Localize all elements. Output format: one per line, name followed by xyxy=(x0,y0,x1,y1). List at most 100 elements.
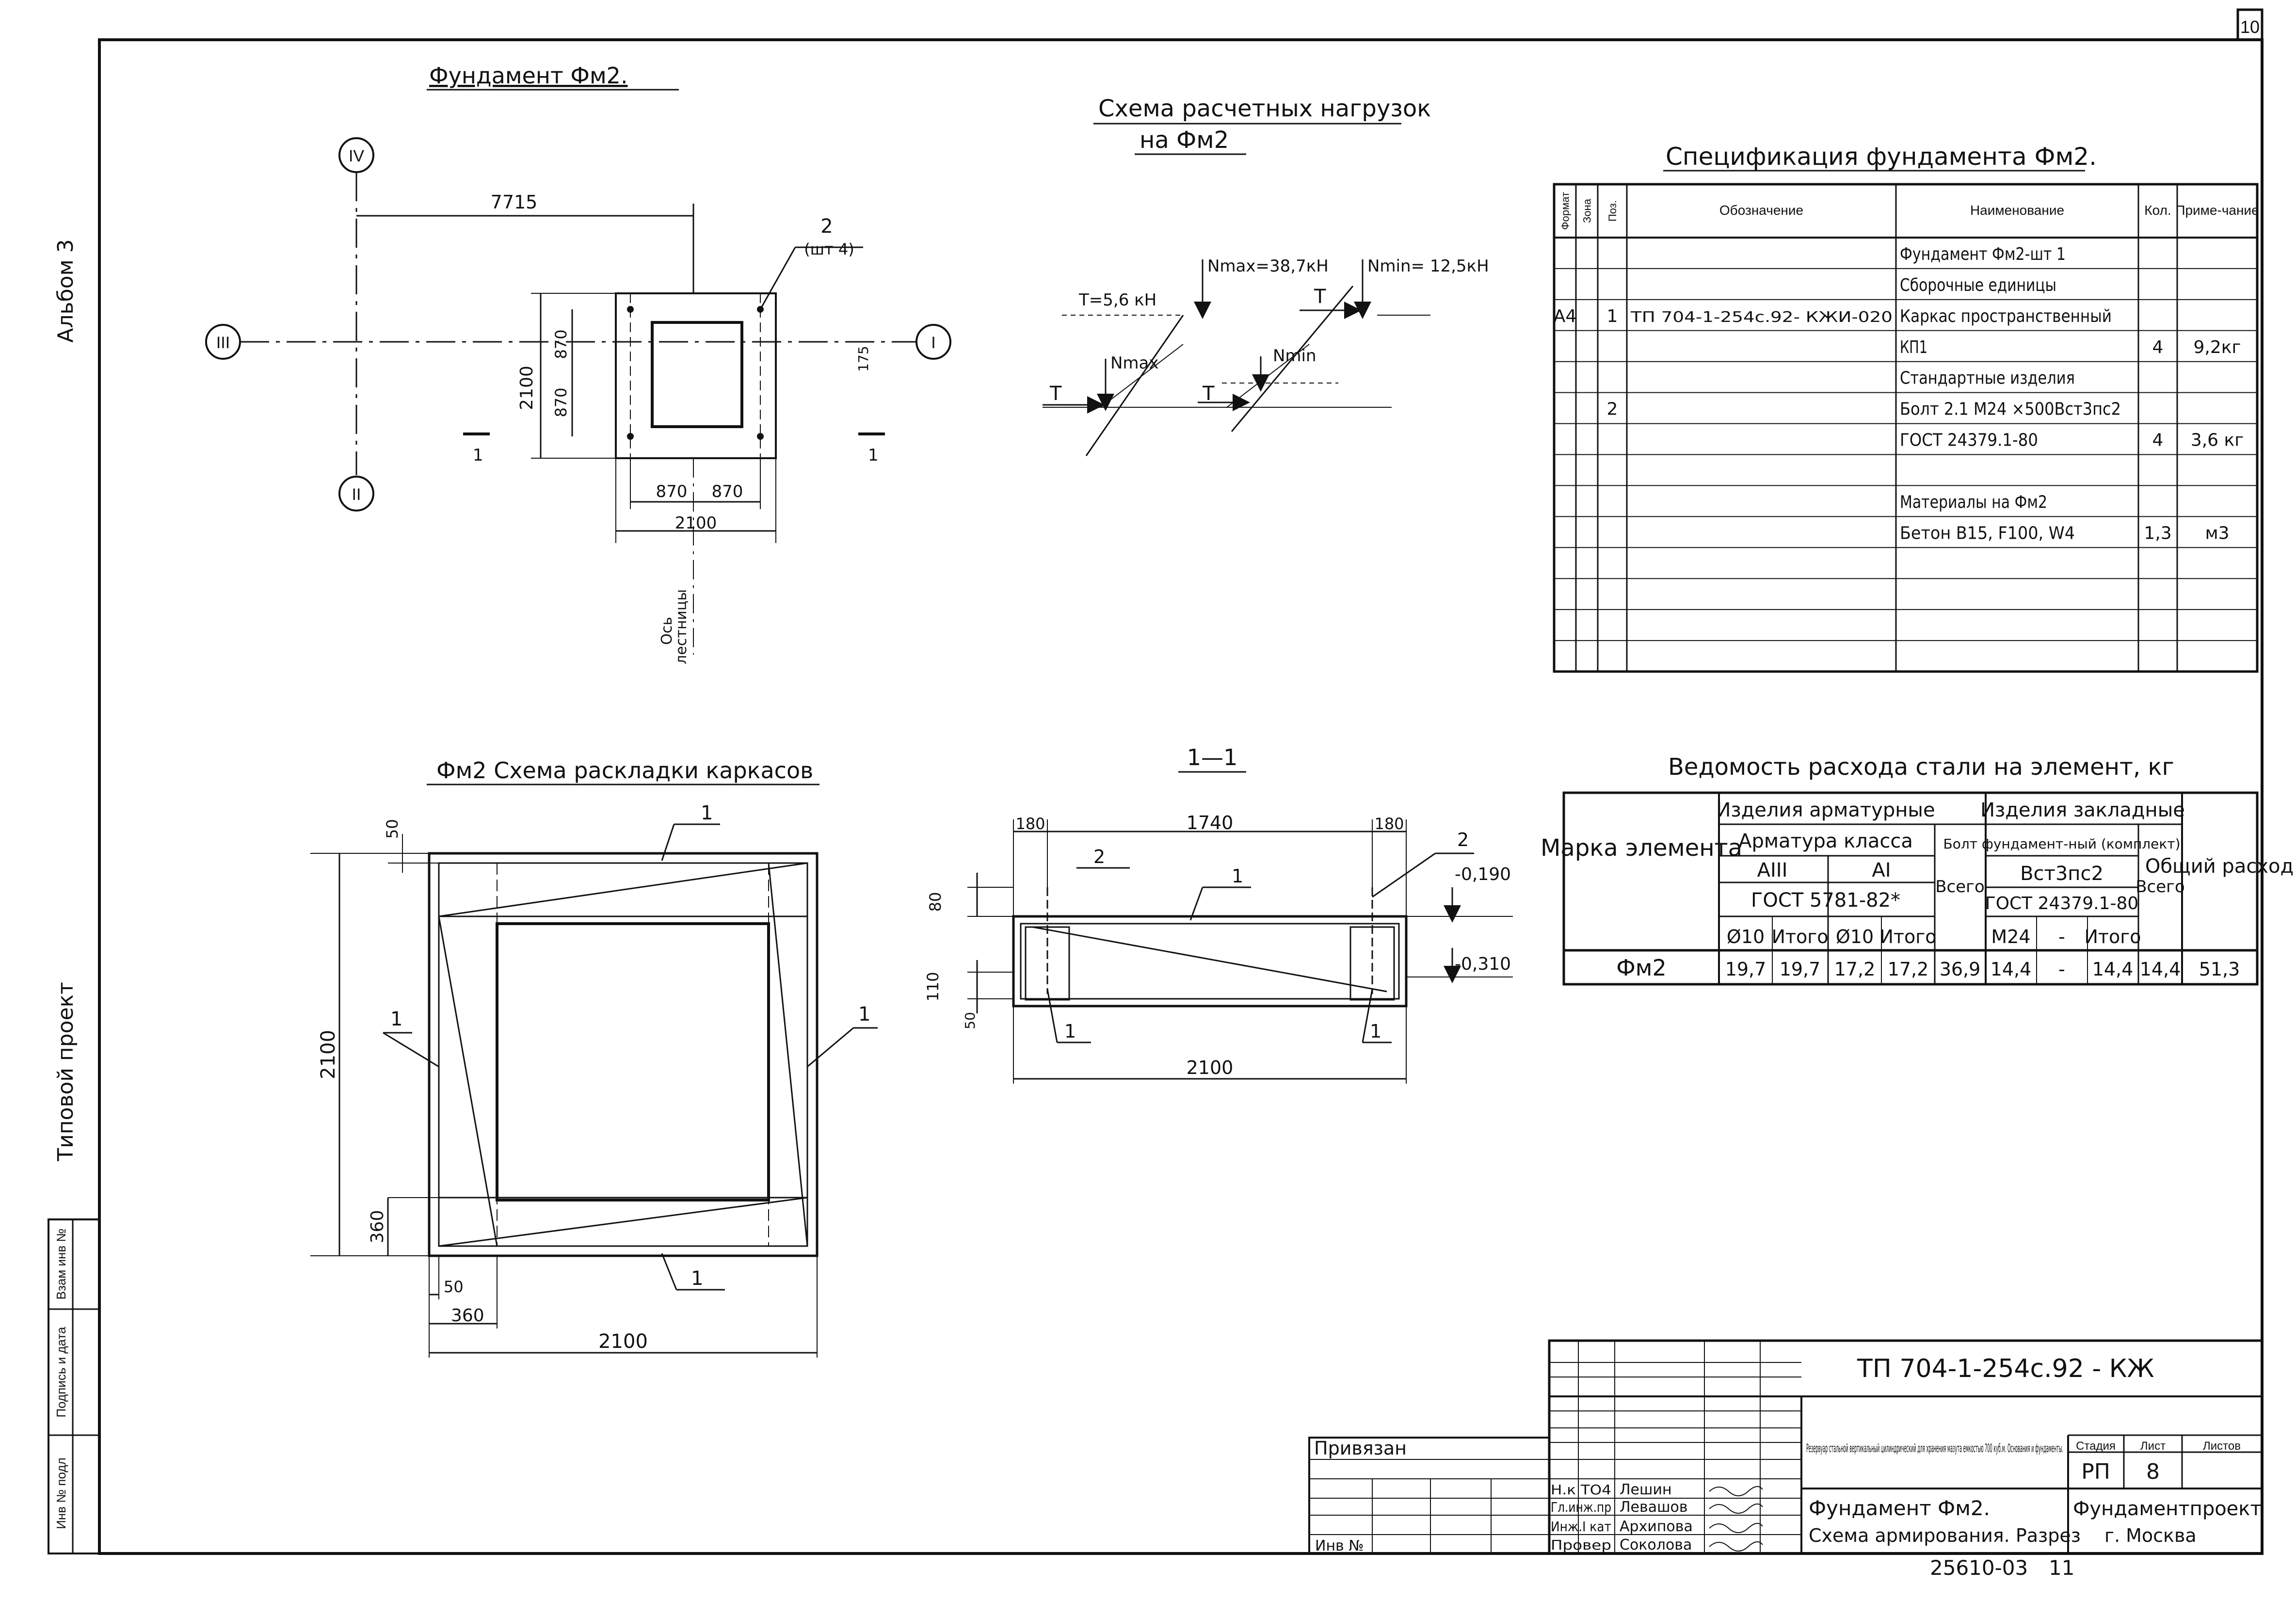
load-scheme-title-2: на Фм2 xyxy=(1140,127,1229,154)
section-pos-2-right: 2 xyxy=(1457,829,1469,850)
section-1-1: 1—1 180 1740 180 2 1 2 1 1 xyxy=(924,744,1513,1084)
signer-name: Архипова xyxy=(1620,1518,1693,1535)
steel-class-a3: АIII xyxy=(1757,859,1788,881)
plan-pos-count: (шт 4) xyxy=(804,240,854,258)
signer-name: Лешин xyxy=(1620,1481,1672,1498)
section-pos-1-top: 1 xyxy=(1232,865,1243,887)
cage-layout: Фм2 Схема раскладки каркасов 1 1 1 1 xyxy=(310,757,878,1358)
section-dim-mid: 1740 xyxy=(1187,812,1234,833)
section-dim-low-a: 110 xyxy=(924,972,942,1001)
spec-cell: ГОСТ 24379.1-80 xyxy=(1900,431,2038,450)
spec-title: Спецификация фундамента Фм2. xyxy=(1666,143,2097,171)
steel-bolt-steel: Вст3пс2 xyxy=(2020,863,2103,885)
spec-cell: 4 xyxy=(2152,337,2164,357)
signer-name: Левашов xyxy=(1620,1499,1688,1516)
steel-gost-bolt: ГОСТ 24379.1-80 xyxy=(1985,894,2139,913)
section-dim-width: 2100 xyxy=(1187,1057,1234,1078)
section-pos-1-right: 1 xyxy=(1370,1021,1381,1042)
stamp-sign-date: Подпись и дата xyxy=(54,1327,68,1418)
plan-dim-height: 2100 xyxy=(517,366,537,410)
spec-cell: Стандартные изделия xyxy=(1900,368,2075,388)
axis-4-marker: IV xyxy=(349,147,364,165)
spec-cell: 4 xyxy=(2152,431,2164,450)
steel-bolt-header: Болт фундамент-ный (комплект) xyxy=(1943,836,2180,852)
steel-subheader: - xyxy=(2058,926,2065,947)
spec-cell: Болт 2.1 М24 ×500Вст3пс2 xyxy=(1900,400,2121,419)
steel-row-value: 17,2 xyxy=(1888,959,1929,980)
section-level-bottom: -0,310 xyxy=(1455,954,1511,974)
signer-role: Н.к ТО4 xyxy=(1551,1482,1611,1498)
stamp-replace-inv: Взам инв № xyxy=(54,1229,68,1300)
cage-layout-title: Фм2 Схема раскладки каркасов xyxy=(436,757,813,784)
steel-subheader: Итого xyxy=(2084,926,2141,947)
load-t-label-top: T xyxy=(1314,286,1326,308)
spec-header-5: Кол. xyxy=(2144,203,2171,218)
load-t-label-left: T xyxy=(1049,383,1062,405)
spec-cell: Материалы на Фм2 xyxy=(1900,492,2047,512)
album-label: Альбом 3 xyxy=(53,239,78,342)
spec-header-2: Поз. xyxy=(1606,200,1619,222)
section-dim-top: 80 xyxy=(926,892,945,912)
stage-value: РП xyxy=(2081,1459,2110,1484)
steel-row-value: 36,9 xyxy=(1940,959,1981,980)
steel-row-value: 14,4 xyxy=(2092,959,2134,980)
sheet-frame xyxy=(98,38,2264,1555)
steel-row-value: 19,7 xyxy=(1725,959,1766,980)
title-block: ТП 704-1-254с.92 - КЖ Резервуар стальной… xyxy=(1308,1339,2264,1555)
steel-row-value: 14,4 xyxy=(1991,959,2032,980)
foundation-plan-title: Фундамент Фм2. xyxy=(429,63,628,89)
steel-total-rebar: Всего xyxy=(1935,877,1985,897)
signature-mark xyxy=(1709,1541,1763,1552)
load-nmin: Nmin= 12,5кН xyxy=(1367,256,1489,276)
section-mark-right: 1 xyxy=(868,446,879,465)
steel-gost-rebar: ГОСТ 5781-82* xyxy=(1751,889,1900,912)
signer-role: Инж.I кат xyxy=(1551,1519,1611,1535)
cage-dim-height: 2100 xyxy=(317,1030,339,1079)
stair-axis-label-2: лестницы xyxy=(673,589,690,664)
page-number: 10 xyxy=(2240,17,2260,37)
sheet-value: 8 xyxy=(2146,1459,2160,1484)
steel-rebar-header: Изделия арматурные xyxy=(1716,799,1935,821)
spec-cell: КП1 xyxy=(1900,337,1927,357)
cage-pos-left: 1 xyxy=(390,1008,402,1030)
steel-embedded-header: Изделия закладные xyxy=(1980,799,2185,821)
spec-cell: 1 xyxy=(1607,306,1618,326)
spec-header-4: Наименование xyxy=(1970,203,2064,218)
axis-1-marker: I xyxy=(931,334,935,352)
steel-title: Ведомость расхода стали на элемент, кг xyxy=(1668,753,2174,781)
spec-cell: А4 xyxy=(1554,306,1577,326)
dim-offset: 7715 xyxy=(491,192,538,213)
steel-subheader: Ø10 xyxy=(1836,926,1874,947)
plan-pos-label: 2 xyxy=(820,215,833,238)
load-nmax-label: Nmax xyxy=(1110,353,1159,373)
stamp-inv-original: Инв № подл xyxy=(54,1457,68,1529)
spec-header-1: Зона xyxy=(1581,198,1593,223)
section-pos-1-left: 1 xyxy=(1064,1021,1076,1042)
spec-cell: 2 xyxy=(1607,400,1618,419)
spec-cell: Каркас пространственный xyxy=(1900,306,2112,326)
cage-dim-bottom: 360 xyxy=(368,1210,387,1244)
load-nmax: Nmax=38,7кН xyxy=(1207,256,1329,276)
signature-mark xyxy=(1709,1486,1763,1496)
steel-class-a1: АI xyxy=(1872,859,1891,881)
section-dim-low-b: 50 xyxy=(962,1012,978,1029)
steel-row-value: 17,2 xyxy=(1834,959,1876,980)
spec-cell: Фундамент Фм2-шт 1 xyxy=(1900,244,2066,264)
spec-cell: 3,6 кг xyxy=(2191,431,2244,450)
drawing-title-2: Схема армирования. Разрез xyxy=(1809,1525,2081,1546)
plan-dim-half-c: 870 xyxy=(656,482,688,501)
bound-label: Привязан xyxy=(1314,1438,1407,1459)
cage-pos-top: 1 xyxy=(701,802,713,824)
steel-row-value: 19,7 xyxy=(1780,959,1821,980)
section-title: 1—1 xyxy=(1187,744,1238,770)
steel-total-embedded: Всего xyxy=(2135,877,2185,897)
steel-rebar-class: Арматура класса xyxy=(1738,830,1913,852)
cage-dim-width: 2100 xyxy=(598,1330,648,1353)
section-level-top: -0,190 xyxy=(1455,865,1511,884)
foundation-plan: Фундамент Фм2. IV II III I 7715 2 (шт 4) xyxy=(205,63,951,664)
plan-dim-half-d: 870 xyxy=(712,482,743,501)
sheet-header: Лист xyxy=(2140,1440,2166,1453)
sheets-header: Листов xyxy=(2203,1440,2241,1453)
steel-subheader: Ø10 xyxy=(1727,926,1765,947)
